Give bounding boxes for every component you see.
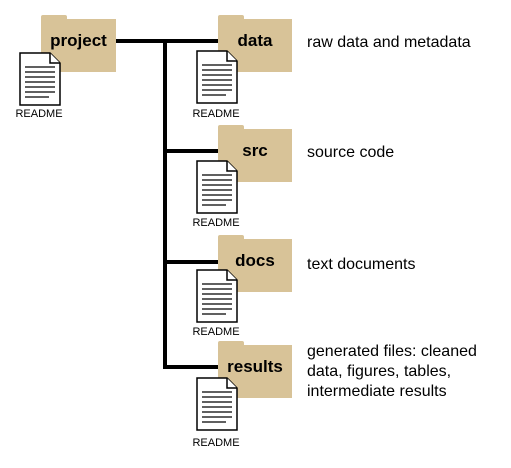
readme-docs-label: README <box>192 326 240 338</box>
readme-project-icon[interactable] <box>19 52 61 106</box>
folder-tab <box>218 125 244 131</box>
folder-tab <box>218 15 244 21</box>
readme-data-icon[interactable] <box>196 50 238 104</box>
readme-src-label: README <box>192 217 240 229</box>
description-src: source code <box>307 144 395 161</box>
folder-label: project <box>50 31 107 50</box>
folder-tab <box>41 15 67 21</box>
folder-label: src <box>242 141 268 160</box>
folder-tab <box>218 235 244 241</box>
folder-label: data <box>237 31 273 50</box>
readme-data-label: README <box>192 108 240 120</box>
readme-src-icon[interactable] <box>196 160 238 214</box>
folder-tab <box>218 341 244 347</box>
description-results: generated files: cleaned data, figures, … <box>307 343 477 400</box>
readme-docs-icon[interactable] <box>196 269 238 323</box>
description-docs: text documents <box>307 256 416 273</box>
readme-project-label: README <box>15 108 63 120</box>
readme-results-label: README <box>192 437 240 449</box>
description-data: raw data and metadata <box>307 34 471 51</box>
folder-label: results <box>227 357 283 376</box>
readme-results-icon[interactable] <box>196 377 238 431</box>
folder-label: docs <box>235 251 275 270</box>
